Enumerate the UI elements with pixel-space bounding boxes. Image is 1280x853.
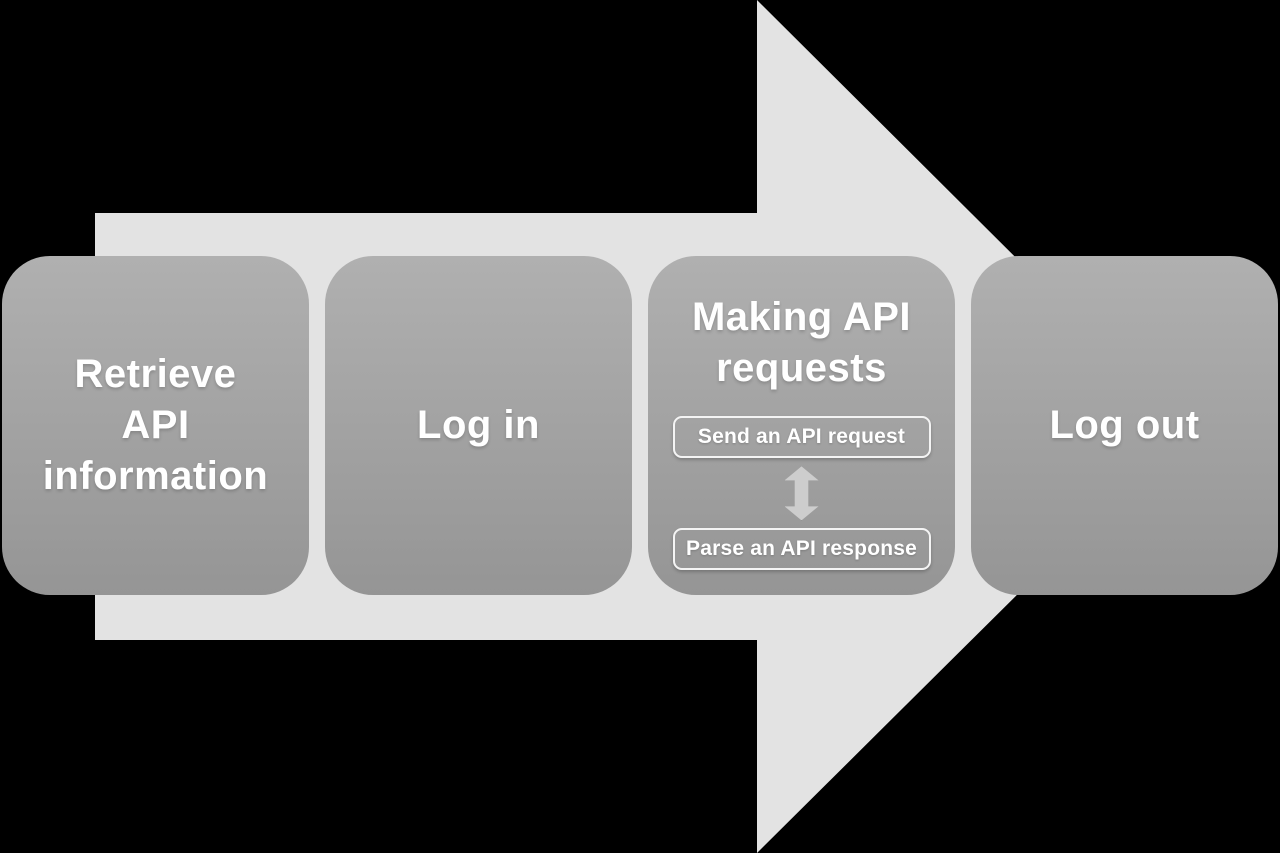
substep-label: Send an API request (697, 425, 906, 449)
step-box-making-api-requests: Making API requests Send an API request … (648, 256, 955, 595)
up-down-arrow-icon (784, 466, 819, 521)
step-label: Log in (417, 402, 540, 447)
step-label: Log out (1049, 402, 1200, 447)
step-label: Retrieve API information (42, 351, 269, 499)
substep-send-api-request: Send an API request (672, 416, 931, 459)
step-label: Making API requests (691, 295, 912, 391)
step-box-retrieve-api-information: Retrieve API information (2, 256, 309, 595)
step-box-log-in: Log in (325, 256, 632, 595)
substep-label: Parse an API response (685, 537, 918, 561)
substep-parse-api-response: Parse an API response (672, 528, 931, 571)
step-box-log-out: Log out (971, 256, 1278, 595)
